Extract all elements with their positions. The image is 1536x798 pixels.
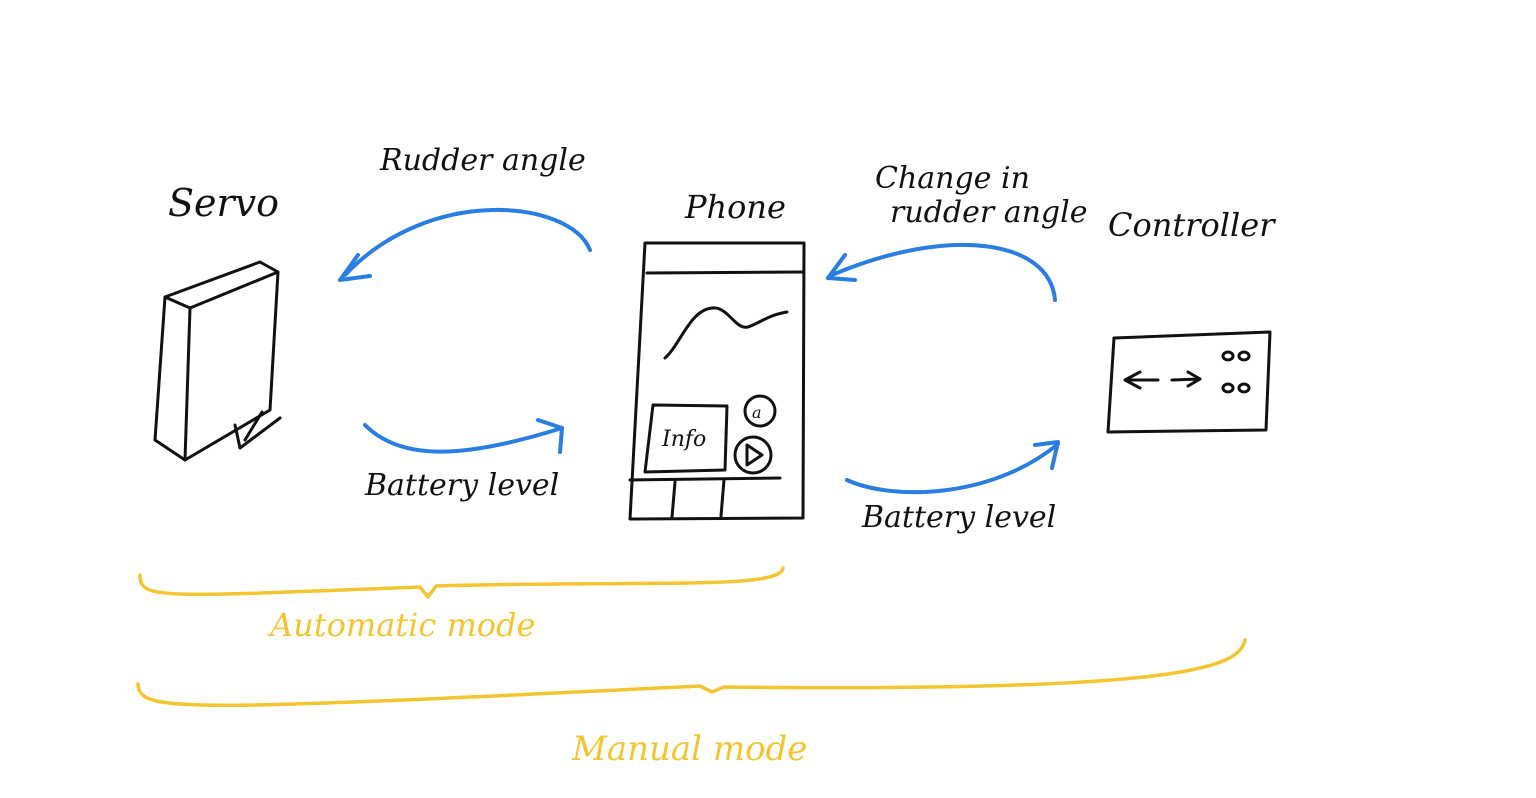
- manual-mode-brace: [136, 638, 1247, 707]
- servo-icon: [153, 260, 282, 462]
- play-button-icon: [733, 435, 773, 475]
- controller-icon: [1106, 330, 1272, 434]
- automatic-mode-label: Automatic mode: [267, 606, 535, 644]
- info-label: Info: [661, 427, 706, 452]
- pause-button-icon: a: [743, 394, 777, 428]
- manual-mode-label: Manual mode: [571, 729, 807, 769]
- servo-label: Servo: [168, 181, 279, 225]
- change-rudder-angle-line2: rudder angle: [890, 195, 1087, 230]
- arrow-change-rudder-angle: [826, 242, 1057, 302]
- battery-level-left-label: Battery level: [364, 468, 559, 503]
- change-rudder-angle-line1: Change in: [875, 161, 1030, 196]
- controller-label: Controller: [1108, 206, 1276, 244]
- arrow-rudder-angle: [338, 208, 592, 282]
- arrow-battery-servo-to-phone: [363, 418, 564, 454]
- arrow-battery-controller-to-phone: [845, 440, 1060, 495]
- battery-level-right-label: Battery level: [861, 500, 1056, 535]
- phone-label: Phone: [684, 188, 786, 226]
- svg-text:a: a: [752, 403, 762, 422]
- phone-icon: Info a: [628, 241, 806, 521]
- automatic-mode-brace: [138, 566, 785, 599]
- rudder-angle-label: Rudder angle: [379, 143, 586, 178]
